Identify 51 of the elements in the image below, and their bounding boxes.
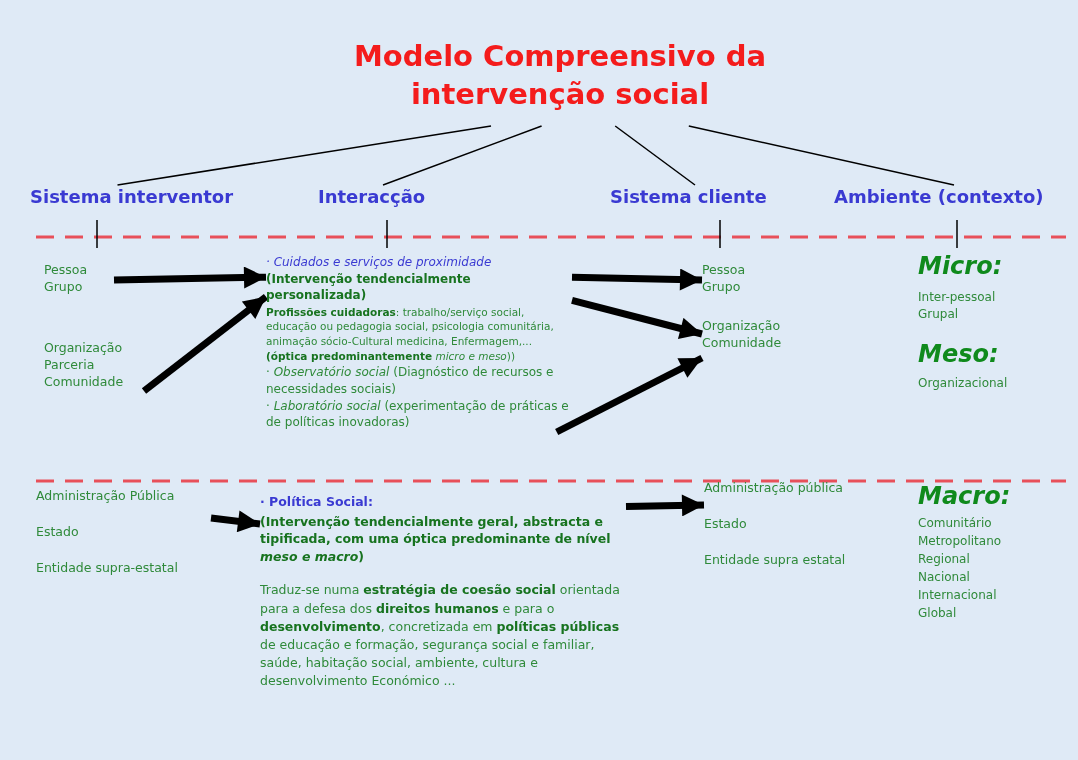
level-item: Metropolitano [918, 534, 1002, 548]
arrow [210, 510, 261, 533]
arrow [571, 268, 703, 291]
list-item: Administração pública [704, 480, 844, 497]
list-item: Organização [44, 340, 124, 357]
level-heading: Macro: [918, 482, 1011, 510]
arrow [571, 296, 703, 340]
bullet-text: · Observatório social (Diagnóstico de recursos e necessidades sociais) [266, 364, 555, 397]
list-item: Comunidade [44, 373, 125, 391]
level-item: Comunitário [918, 516, 992, 530]
arrow [113, 266, 267, 289]
list-item: Comunidade [702, 334, 783, 352]
level-heading: Micro: [918, 252, 1003, 280]
list-item: Entidade supra-estatal [36, 559, 179, 577]
list-item: Estado [704, 515, 748, 533]
column-heading: Ambiente (contexto) [834, 185, 1045, 209]
list-item: Administração Pública [36, 488, 176, 505]
list-item: Pessoa [44, 262, 89, 279]
bullet-heading: · Política Social: [260, 494, 374, 511]
column-heading: Sistema interventor [30, 185, 235, 209]
connector-line [614, 125, 696, 186]
subtitle-text: (Intervenção tendencialmente personalizada) [266, 271, 472, 304]
bullet-text: · Laboratório social (experimentação de práticas e de políticas inovadoras) [266, 397, 570, 431]
heading-text: Modelo Compreensivo da intervenção social [352, 38, 768, 113]
bullet-heading: · Cuidados e serviços de proximidade [266, 254, 493, 271]
arrow [141, 293, 269, 394]
level-item: Inter-pessoal [918, 290, 996, 304]
list-item: Grupo [702, 278, 742, 296]
column-heading: Sistema cliente [610, 185, 768, 209]
level-heading: Meso: [918, 340, 999, 368]
list-item: Entidade supra estatal [704, 551, 847, 569]
connector-line [116, 125, 492, 186]
arrow [625, 494, 705, 517]
column-heading: Interacção [318, 185, 427, 209]
level-item: Regional [918, 552, 970, 566]
level-item: Global [918, 606, 957, 620]
body-text: Traduz-se numa estratégia de coesão social orientada para a defesa dos direitos humanos e para o desenvolvimento, concretizada em políticas públicas de educação e formação, segurança social e familiar, saúde, habitação social, ambiente, cultura e desenvolvimento Económico ... [260, 581, 621, 690]
list-item: Grupo [44, 278, 84, 296]
connector-line [688, 125, 955, 186]
body-text: Profissões cuidadoras: trabalho/serviço social, educação ou pedagogia social, psicologia comunitária, animação sócio-Cultural medicina, Enfermagem,...(óptica predominantemente micro e meso)) [266, 304, 555, 364]
level-item: Nacional [918, 570, 970, 584]
list-item: Parceria [44, 356, 96, 374]
subtitle-text: (Intervenção tendencialmente geral, abstracta e tipificada, com uma óptica predominante de nível meso e macro) [260, 512, 612, 566]
level-item: Internacional [918, 588, 997, 602]
level-item: Grupal [918, 307, 959, 321]
list-item: Pessoa [702, 262, 747, 279]
list-item: Estado [36, 523, 80, 541]
arrow [555, 354, 704, 436]
list-item: Organização [702, 318, 782, 335]
connector-line [382, 125, 543, 186]
level-item: Organizacional [918, 376, 1008, 390]
